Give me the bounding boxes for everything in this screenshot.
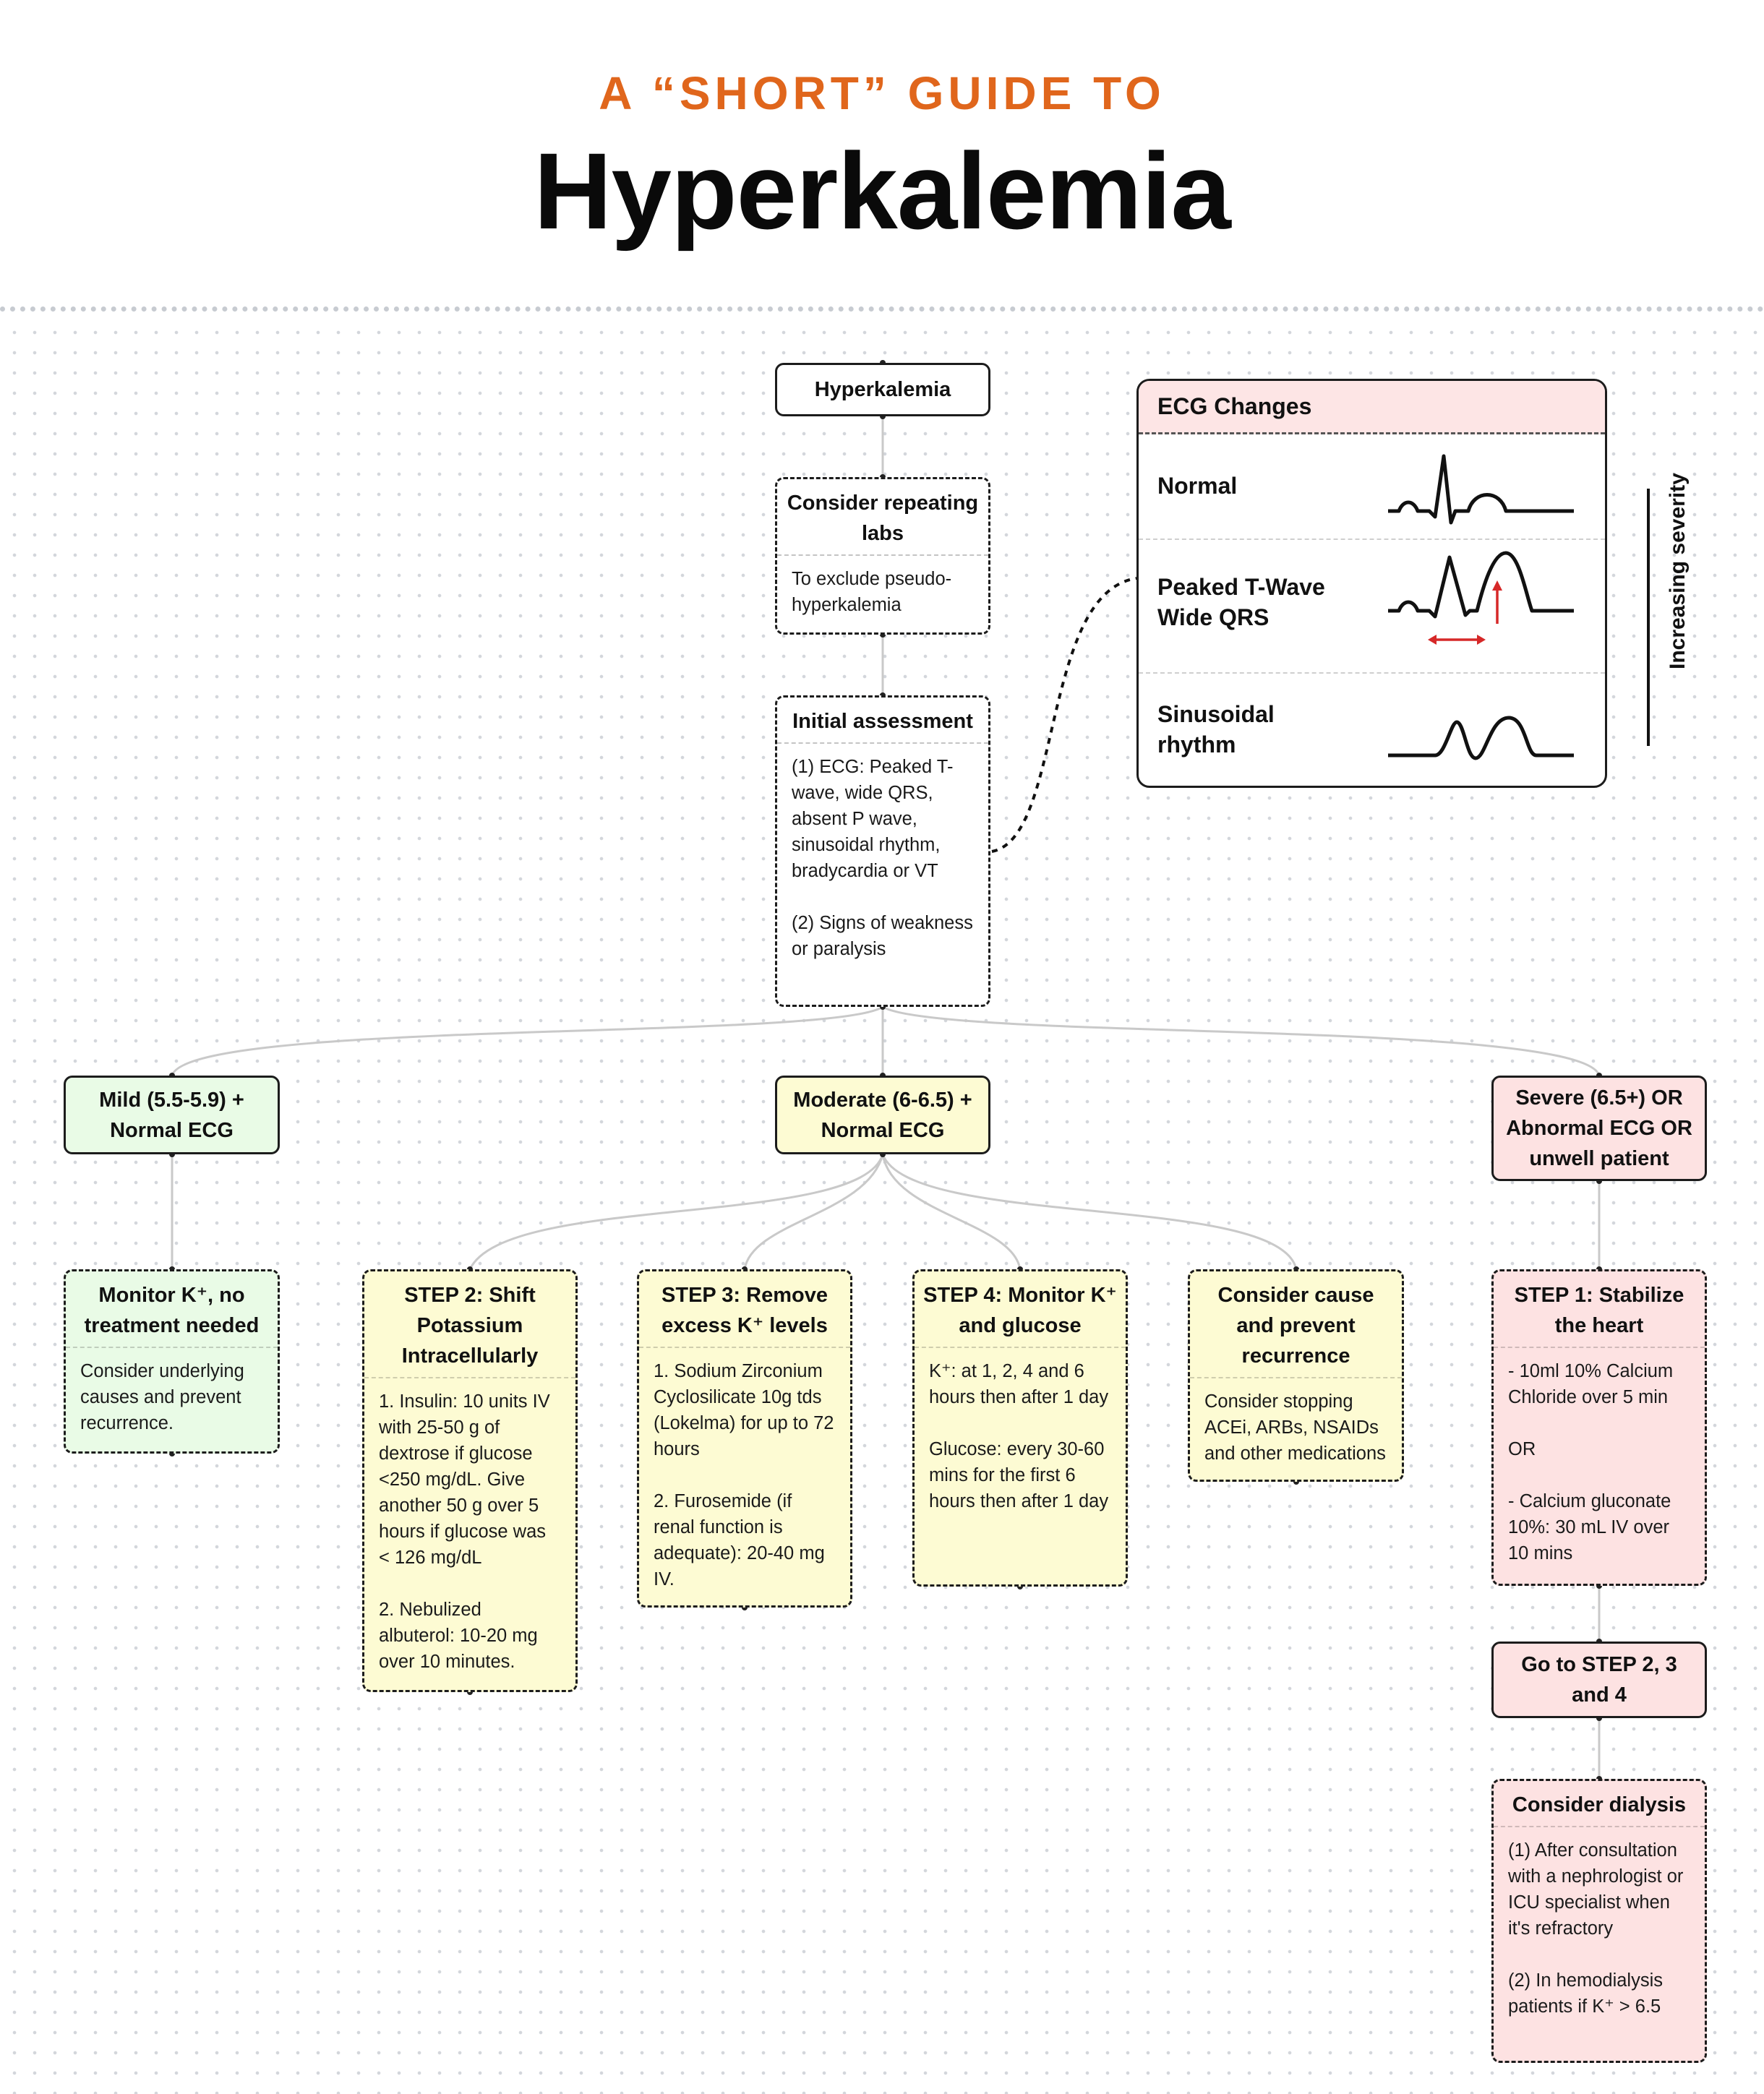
ecg-trace-normal <box>1388 454 1574 525</box>
link-moderate-step3 <box>743 1154 884 1270</box>
node-step3-title: STEP 3: Remove excess K⁺ levels <box>662 1284 828 1337</box>
node-step3[interactable]: STEP 3: Remove excess K⁺ levels 1. Sodiu… <box>637 1269 852 1608</box>
node-initial-assessment-title: Initial assessment <box>792 710 973 733</box>
link-initial-mild <box>171 1005 883 1076</box>
node-step3-body: 1. Sodium Zirconium Cyclosilicate 10g td… <box>639 1347 850 1602</box>
node-mild[interactable]: Mild (5.5-5.9) + Normal ECG <box>64 1076 280 1154</box>
ecg-changes-panel: ECG Changes Normal Peaked T-Wave Wide QR… <box>1136 379 1607 788</box>
node-repeat-labs-title: Consider repeating labs <box>787 492 979 545</box>
node-initial-assessment-body: (1) ECG: Peaked T-wave, wide QRS, absent… <box>777 742 988 972</box>
node-monitor-body: Consider underlying causes and prevent r… <box>66 1347 278 1446</box>
node-mild-title: Mild (5.5-5.9) + Normal ECG <box>99 1088 244 1142</box>
ecg-label-peaked: Peaked T-Wave Wide QRS <box>1157 574 1325 630</box>
link-moderate-step2 <box>468 1154 884 1270</box>
node-moderate[interactable]: Moderate (6-6.5) + Normal ECG <box>775 1076 990 1154</box>
header-divider <box>0 306 1764 312</box>
node-hyperkalemia-title: Hyperkalemia <box>814 378 951 401</box>
node-step1-body: - 10ml 10% Calcium Chloride over 5 min O… <box>1494 1347 1705 1576</box>
node-severe-title: Severe (6.5+) OR Abnormal ECG OR unwell … <box>1506 1086 1692 1170</box>
ecg-row-divider <box>1139 538 1605 540</box>
ecg-label-normal: Normal <box>1157 473 1238 499</box>
link-initial-ecg <box>991 577 1137 853</box>
node-goto-title: Go to STEP 2, 3 and 4 <box>1521 1653 1677 1707</box>
node-repeat-labs-body: To exclude pseudo-hyperkalemia <box>777 554 988 628</box>
node-step2-title: STEP 2: Shift Potassium Intracellularly <box>401 1284 539 1368</box>
node-dialysis[interactable]: Consider dialysis (1) After consultation… <box>1491 1779 1707 2063</box>
ecg-label-sinusoidal: Sinusoidal rhythm <box>1157 701 1275 758</box>
ecg-row-divider <box>1139 672 1605 674</box>
node-cause-title: Consider cause and prevent recurrence <box>1217 1284 1374 1368</box>
link-moderate-step4 <box>881 1154 1022 1270</box>
node-step2[interactable]: STEP 2: Shift Potassium Intracellularly … <box>362 1269 578 1692</box>
node-repeat-labs[interactable]: Consider repeating labs To exclude pseud… <box>775 477 990 635</box>
page-title: Hyperkalemia <box>534 130 1231 252</box>
severity-down-arrow-icon <box>1647 489 1650 746</box>
link-moderate-cause <box>881 1154 1298 1270</box>
node-dialysis-title: Consider dialysis <box>1512 1793 1687 1816</box>
ecg-trace-sinusoidal <box>1388 716 1574 760</box>
ecg-trace-peaked <box>1388 551 1574 645</box>
link-initial-severe <box>882 1005 1601 1076</box>
node-step4-body: K⁺: at 1, 2, 4 and 6 hours then after 1 … <box>915 1347 1126 1524</box>
node-initial-assessment[interactable]: Initial assessment (1) ECG: Peaked T-wav… <box>775 695 990 1007</box>
ecg-panel-title: ECG Changes <box>1139 381 1605 434</box>
node-step4[interactable]: STEP 4: Monitor K⁺ and glucose K⁺: at 1,… <box>912 1269 1128 1587</box>
node-severe[interactable]: Severe (6.5+) OR Abnormal ECG OR unwell … <box>1491 1076 1707 1181</box>
node-step1-title: STEP 1: Stabilize the heart <box>1514 1284 1684 1337</box>
node-step1[interactable]: STEP 1: Stabilize the heart - 10ml 10% C… <box>1491 1269 1707 1586</box>
severity-label: Increasing severity <box>1666 473 1690 669</box>
node-dialysis-body: (1) After consultation with a nephrologi… <box>1494 1826 1705 2030</box>
node-monitor[interactable]: Monitor K⁺, no treatment needed Consider… <box>64 1269 280 1454</box>
node-monitor-title: Monitor K⁺, no treatment needed <box>84 1284 260 1337</box>
node-cause[interactable]: Consider cause and prevent recurrence Co… <box>1188 1269 1404 1482</box>
node-goto[interactable]: Go to STEP 2, 3 and 4 <box>1491 1642 1707 1718</box>
node-cause-body: Consider stopping ACEi, ARBs, NSAIDs and… <box>1190 1377 1402 1477</box>
node-moderate-title: Moderate (6-6.5) + Normal ECG <box>793 1088 972 1142</box>
node-step2-body: 1. Insulin: 10 units IV with 25-50 g of … <box>364 1377 575 1685</box>
node-step4-title: STEP 4: Monitor K⁺ and glucose <box>923 1284 1117 1337</box>
subtitle-kicker: A “SHORT” GUIDE TO <box>599 67 1165 119</box>
node-hyperkalemia[interactable]: Hyperkalemia <box>775 363 990 416</box>
